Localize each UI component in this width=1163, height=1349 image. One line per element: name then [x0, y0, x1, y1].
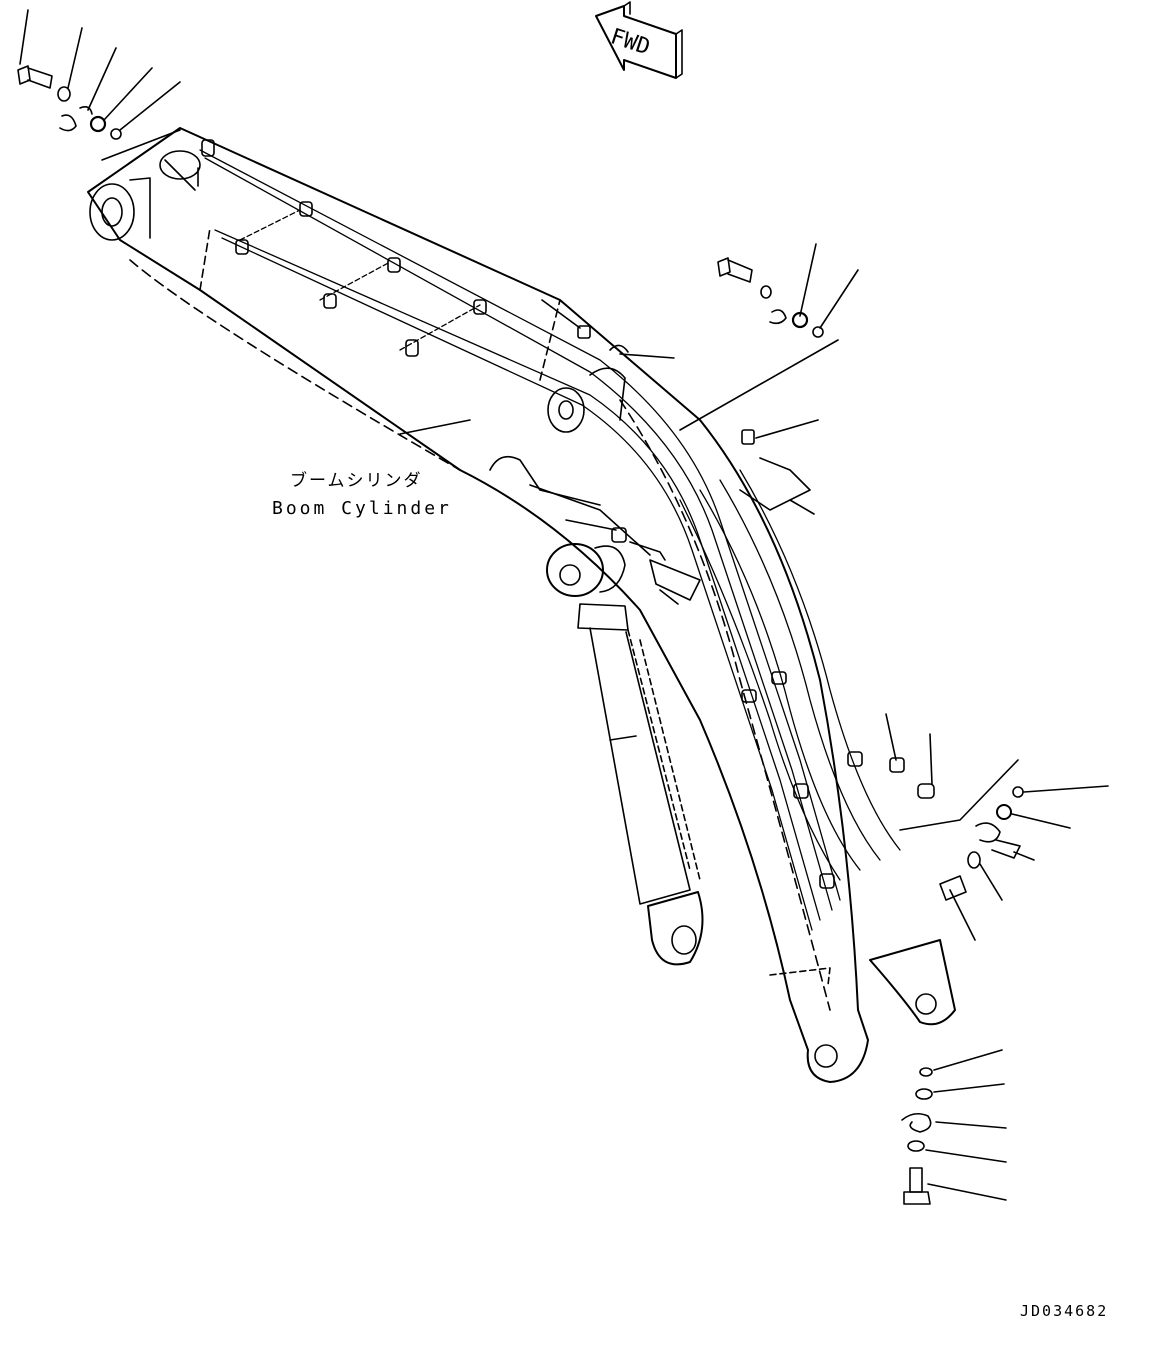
- boom-body: [87, 127, 956, 1083]
- boom-mid-pivot: [547, 367, 626, 433]
- hardware-mid-right: [541, 243, 859, 515]
- cylinder-fittings: [565, 519, 701, 605]
- hydraulic-lines: [199, 149, 901, 931]
- label-japanese: ブームシリンダ: [290, 470, 423, 491]
- fwd-label: FWD: [607, 24, 653, 60]
- drawing-code: JD034682: [1020, 1302, 1108, 1320]
- hardware-bottom: [901, 1049, 1007, 1205]
- line-clamps: [201, 139, 863, 889]
- boom-foot-pin: [89, 150, 201, 241]
- boom-cylinder: [489, 455, 704, 966]
- label-english: Boom Cylinder: [272, 498, 452, 519]
- fwd-arrow-icon: FWD: [595, 1, 683, 79]
- hardware-lower-right: [885, 713, 1109, 941]
- hardware-top-left: [17, 9, 181, 161]
- label-leader-line: [399, 419, 471, 435]
